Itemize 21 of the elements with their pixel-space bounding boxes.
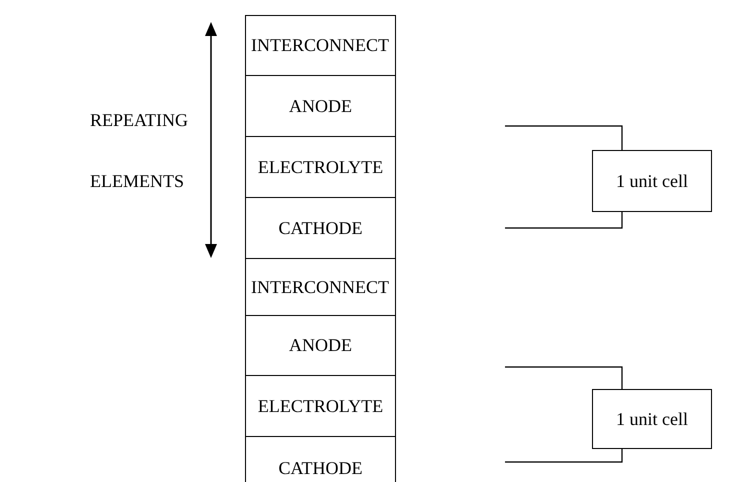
- interconnect-layer: [245, 15, 396, 76]
- layer-label: INTERCONNECT: [251, 276, 389, 298]
- anode-layer: [245, 315, 396, 376]
- cathode-layer: [245, 197, 396, 259]
- layer-label: ELECTROLYTE: [258, 396, 384, 416]
- interconnect-layer: [245, 258, 396, 316]
- electrolyte-layer: [245, 136, 396, 198]
- layer-label: ELECTROLYTE: [258, 156, 384, 178]
- layer-label: 1 unit cell: [616, 170, 688, 192]
- cathode-layer: [245, 436, 396, 482]
- anode-layer: [245, 75, 396, 137]
- layer-label: ANODE: [289, 96, 352, 116]
- electrolyte-layer: [245, 375, 396, 437]
- layer-label: INTERCONNECT: [251, 35, 389, 56]
- layer-label: ANODE: [289, 335, 352, 356]
- layer-label: CATHODE: [278, 458, 362, 479]
- layer-label: CATHODE: [278, 218, 362, 238]
- side-label: REPEATING ELEMENTS: [90, 109, 189, 193]
- unit-cell-box: [592, 389, 712, 449]
- unit-cell-box: [592, 150, 712, 212]
- layer-label: 1 unit cell: [616, 408, 688, 430]
